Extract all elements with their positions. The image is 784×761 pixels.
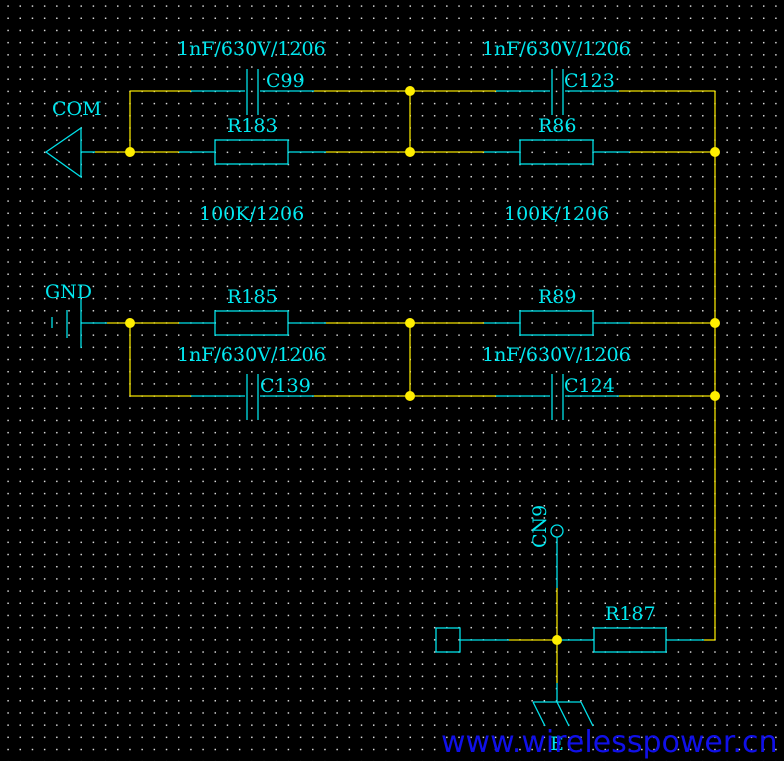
capacitor-c99[interactable] [246,69,259,115]
top-net-wires [95,90,716,640]
resistor-r89[interactable] [519,310,594,336]
c139-value: 1nF/630V/1206 [177,344,326,366]
junction-dot [710,391,720,401]
resistor-r187[interactable] [593,627,667,653]
c124-ref: C124 [564,375,615,397]
com-port-label: COM [52,98,102,120]
junction-dot [710,318,720,328]
c139-ref: C139 [260,375,311,397]
watermark: www.wirelesspower.cn [441,725,777,760]
junction-dot [405,391,415,401]
c124-value: 1nF/630V/1206 [482,344,631,366]
com-port-symbol[interactable] [44,126,95,179]
resistor-r183[interactable] [214,139,289,165]
lower-net-wires [460,537,715,702]
resistor-r86[interactable] [519,139,594,165]
r185-ref: R185 [227,286,278,308]
r89-ref: R89 [538,286,576,308]
test-pad[interactable] [435,627,461,653]
junction-dot [405,147,415,157]
r183-ref: R183 [227,115,278,137]
capacitor-c139[interactable] [246,374,259,420]
cn9-label: CN9 [529,505,551,548]
c123-ref: C123 [564,70,615,92]
junction-dot [552,635,562,645]
gnd-port-symbol[interactable] [51,299,107,348]
junctions [125,86,720,645]
earth-ground-icon[interactable] [532,701,594,727]
gnd-port-label: GND [45,281,92,303]
capacitor-c123[interactable] [551,69,564,115]
earth-label: E [550,733,564,755]
r86-ref: R86 [538,115,576,137]
capacitor-c124[interactable] [551,374,564,420]
junction-dot [405,318,415,328]
r187-ref: R187 [605,603,656,625]
bottom-net-wires [107,322,715,397]
junction-dot [405,86,415,96]
resistor-r185[interactable] [214,310,289,336]
c123-value: 1nF/630V/1206 [482,38,631,60]
r86-value: 100K/1206 [504,203,609,225]
junction-dot [125,147,135,157]
cn9-connector-pin[interactable] [550,524,564,538]
r183-value: 100K/1206 [199,203,304,225]
junction-dot [125,318,135,328]
junction-dot [710,147,720,157]
c99-value: 1nF/630V/1206 [177,38,326,60]
c99-ref: C99 [266,70,305,92]
